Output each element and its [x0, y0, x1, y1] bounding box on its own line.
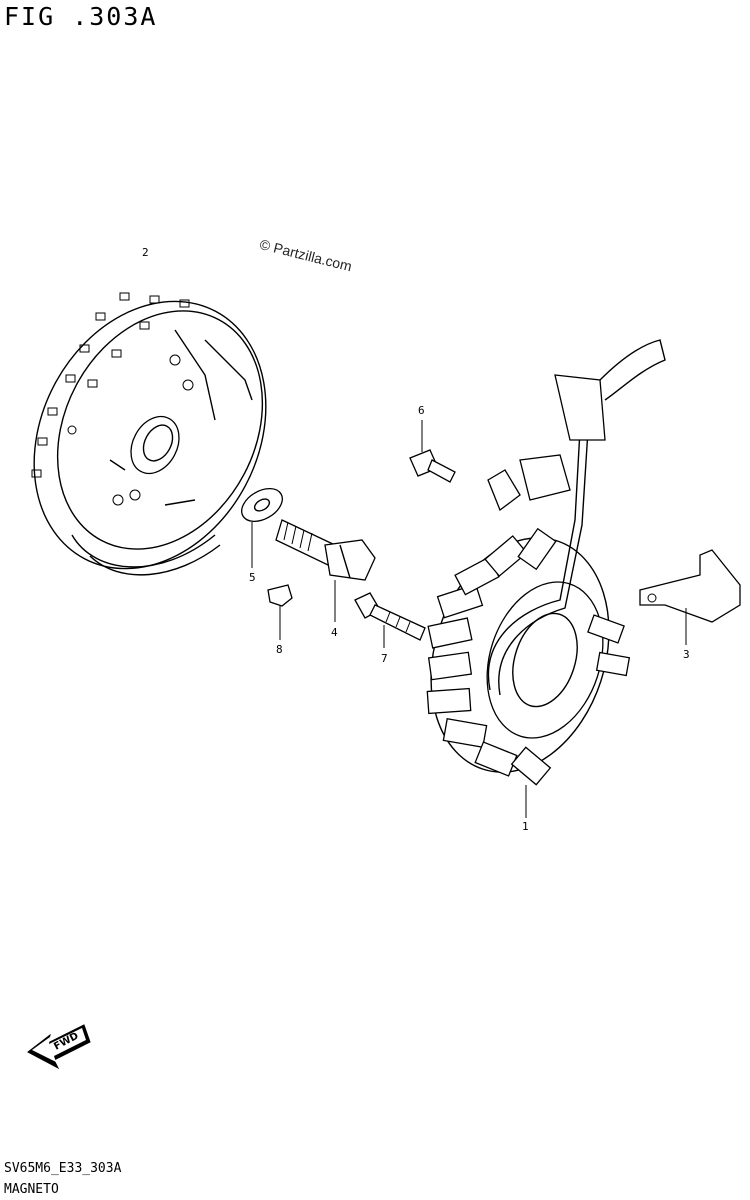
stator-poles — [426, 527, 631, 786]
leader-lines — [251, 420, 687, 818]
bolt-7-drawing — [354, 592, 426, 641]
part-ref-7: 7 — [381, 652, 388, 665]
screw-6-drawing — [409, 449, 456, 483]
key-drawing — [267, 584, 293, 607]
washer-drawing — [241, 487, 283, 523]
part-ref-5: 5 — [249, 571, 256, 584]
bolt-4-drawing — [275, 519, 376, 581]
rotor-windows — [31, 292, 190, 478]
part-ref-8: 8 — [276, 643, 283, 656]
figure-code: SV65M6_E33_303A — [4, 1161, 122, 1176]
part-ref-3: 3 — [683, 648, 690, 661]
part-ref-4: 4 — [331, 626, 338, 639]
part-ref-2: 2 — [142, 246, 149, 259]
figure-name: MAGNETO — [4, 1182, 59, 1197]
bracket-drawing — [639, 549, 741, 623]
rotor-drawing — [31, 292, 267, 576]
part-ref-1: 1 — [522, 820, 529, 833]
stator-drawing — [426, 339, 666, 786]
fwd-arrow-icon: FWD — [27, 1024, 91, 1070]
part-ref-6: 6 — [418, 404, 425, 417]
figure-title: FIG .303A — [4, 2, 158, 31]
